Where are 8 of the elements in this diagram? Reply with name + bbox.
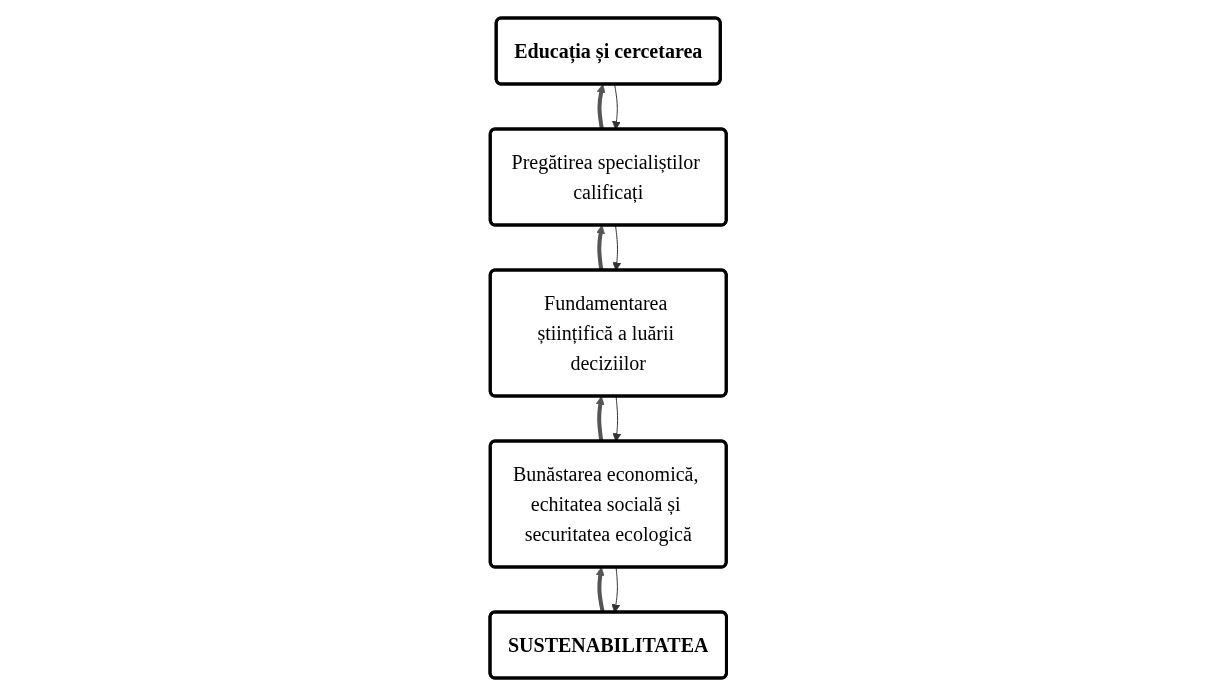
arrow: [612, 84, 622, 130]
arrow: [596, 396, 605, 442]
arrow: [596, 225, 606, 271]
arrow: [596, 567, 605, 613]
arrow: [597, 84, 606, 130]
arrow: [611, 567, 621, 613]
arrow: [612, 396, 622, 442]
arrow: [612, 225, 622, 271]
